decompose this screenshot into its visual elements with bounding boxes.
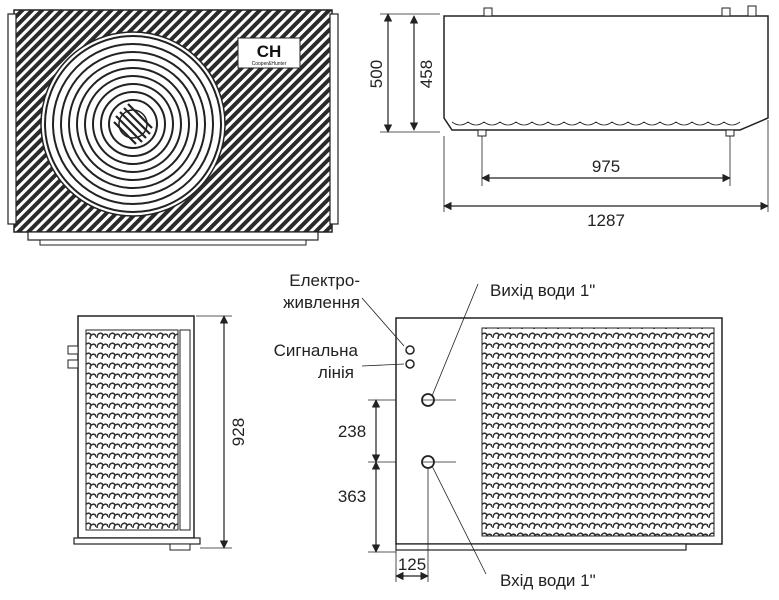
dim-975: 975 xyxy=(592,157,620,176)
front-base-foot xyxy=(39,239,307,246)
side-base xyxy=(73,537,201,545)
top-grille-edge xyxy=(451,121,741,126)
rear-grille xyxy=(481,327,715,537)
side-pipe xyxy=(67,345,79,355)
rear-view: Електро- живлення Сигнальна лінія Вихід … xyxy=(274,271,723,590)
logo-brand: Cooper&Hunter xyxy=(252,61,287,67)
top-foot xyxy=(725,129,735,137)
leader-power xyxy=(361,297,405,347)
leader-signal xyxy=(361,363,405,367)
top-foot xyxy=(477,129,487,137)
dim-500: 500 xyxy=(367,60,386,88)
top-fitting xyxy=(483,7,493,17)
dim-928: 928 xyxy=(229,418,248,446)
signal-gland-icon xyxy=(405,359,415,369)
side-foot xyxy=(169,543,191,551)
leader-water-in xyxy=(431,465,487,575)
label-signal-1: Сигнальна xyxy=(274,341,359,360)
dim-458: 458 xyxy=(417,60,436,88)
dim-1287: 1287 xyxy=(587,211,625,230)
fan-grille xyxy=(40,31,226,217)
top-fitting xyxy=(747,5,757,17)
front-right-edge xyxy=(329,13,339,225)
dim-238: 238 xyxy=(338,422,366,441)
top-fitting xyxy=(721,7,731,17)
rear-base xyxy=(395,543,687,551)
power-gland-icon xyxy=(405,345,415,355)
side-panel xyxy=(179,329,191,531)
top-view: 500 458 975 1287 xyxy=(367,5,769,230)
side-view: 928 xyxy=(67,315,248,551)
side-grille xyxy=(85,329,179,531)
label-power-1: Електро- xyxy=(289,271,360,290)
side-pipe xyxy=(67,359,79,369)
leader-water-out xyxy=(431,283,479,397)
label-water-out: Вихід води 1" xyxy=(490,281,595,300)
front-left-edge xyxy=(7,13,17,225)
logo-mark: CH xyxy=(257,42,282,61)
dim-125: 125 xyxy=(398,555,426,574)
label-power-2: живлення xyxy=(283,293,360,312)
top-body xyxy=(443,15,769,131)
front-view: CH Cooper&Hunter xyxy=(7,9,339,246)
dim-363: 363 xyxy=(338,487,366,506)
label-signal-2: лінія xyxy=(318,363,354,382)
brand-logo: CH Cooper&Hunter xyxy=(237,37,301,69)
label-water-in: Вхід води 1" xyxy=(500,571,596,590)
front-base xyxy=(27,231,319,241)
